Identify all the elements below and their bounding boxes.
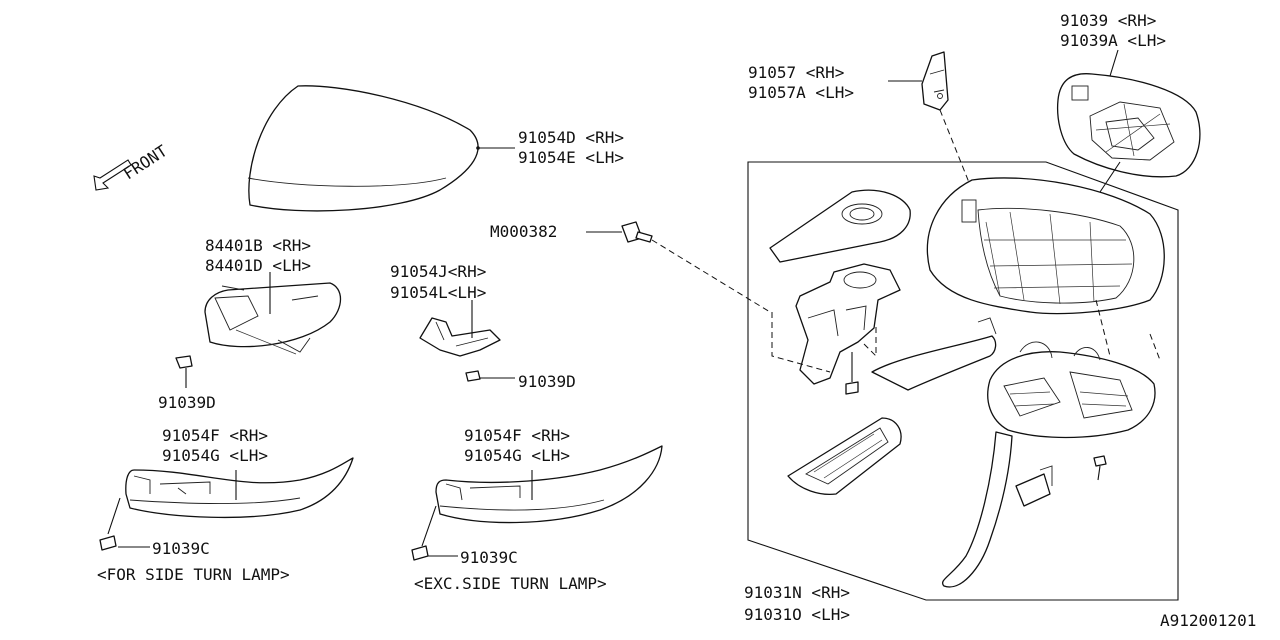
mirror-base-part (175, 272, 342, 388)
bolt-part (586, 221, 771, 313)
label-cover-lh: 91054E <LH> (518, 148, 624, 167)
clip-part (888, 51, 973, 191)
diagram-code: A912001201 (1160, 611, 1256, 630)
label-bolt: M000382 (490, 222, 557, 241)
turn-lamp-part (787, 417, 902, 496)
front-direction-indicator: FRONT (93, 141, 171, 191)
upper-cover-part (769, 189, 911, 263)
label-assy-rh: 91031N <RH> (744, 583, 850, 602)
label-bracket-rh: 91054J<RH> (390, 262, 486, 281)
actuator-motor-part (941, 299, 1161, 588)
label-screw-c2: 91039C (460, 548, 518, 567)
label-garnish2-rh: 91054F <RH> (464, 426, 570, 445)
front-label: FRONT (120, 141, 171, 183)
lower-trim-part (871, 317, 997, 391)
mirror-housing-part (926, 177, 1165, 315)
mirror-frame-part (771, 263, 901, 395)
label-base-rh: 84401B <RH> (205, 236, 311, 255)
label-glass-lh: 91039A <LH> (1060, 31, 1166, 50)
label-cover-rh: 91054D <RH> (518, 128, 624, 147)
label-garnish2-lh: 91054G <LH> (464, 446, 570, 465)
bracket-part (419, 300, 515, 382)
label-base-lh: 84401D <LH> (205, 256, 311, 275)
label-assy-lh: 91031O <LH> (744, 605, 850, 624)
mirror-cover-part (247, 85, 515, 212)
garnish-without-turn-lamp-part (411, 445, 663, 561)
garnish-with-turn-lamp-part (99, 457, 354, 551)
front-arrow-icon (93, 159, 132, 191)
label-bracket-lh: 91054L<LH> (390, 283, 486, 302)
label-garnish1-lh: 91054G <LH> (162, 446, 268, 465)
mirror-glass-part (1056, 49, 1201, 199)
label-screw-d2: 91039D (518, 372, 576, 391)
label-screw-c1: 91039C (152, 539, 210, 558)
assembly-boundary (747, 161, 1179, 601)
label-garnish1-rh: 91054F <RH> (162, 426, 268, 445)
note-exc-side-turn-lamp: <EXC.SIDE TURN LAMP> (414, 574, 607, 593)
label-clip-rh: 91057 <RH> (748, 63, 844, 82)
label-glass-rh: 91039 <RH> (1060, 11, 1156, 30)
label-screw-d1: 91039D (158, 393, 216, 412)
note-for-side-turn-lamp: <FOR SIDE TURN LAMP> (97, 565, 290, 584)
label-clip-lh: 91057A <LH> (748, 83, 854, 102)
